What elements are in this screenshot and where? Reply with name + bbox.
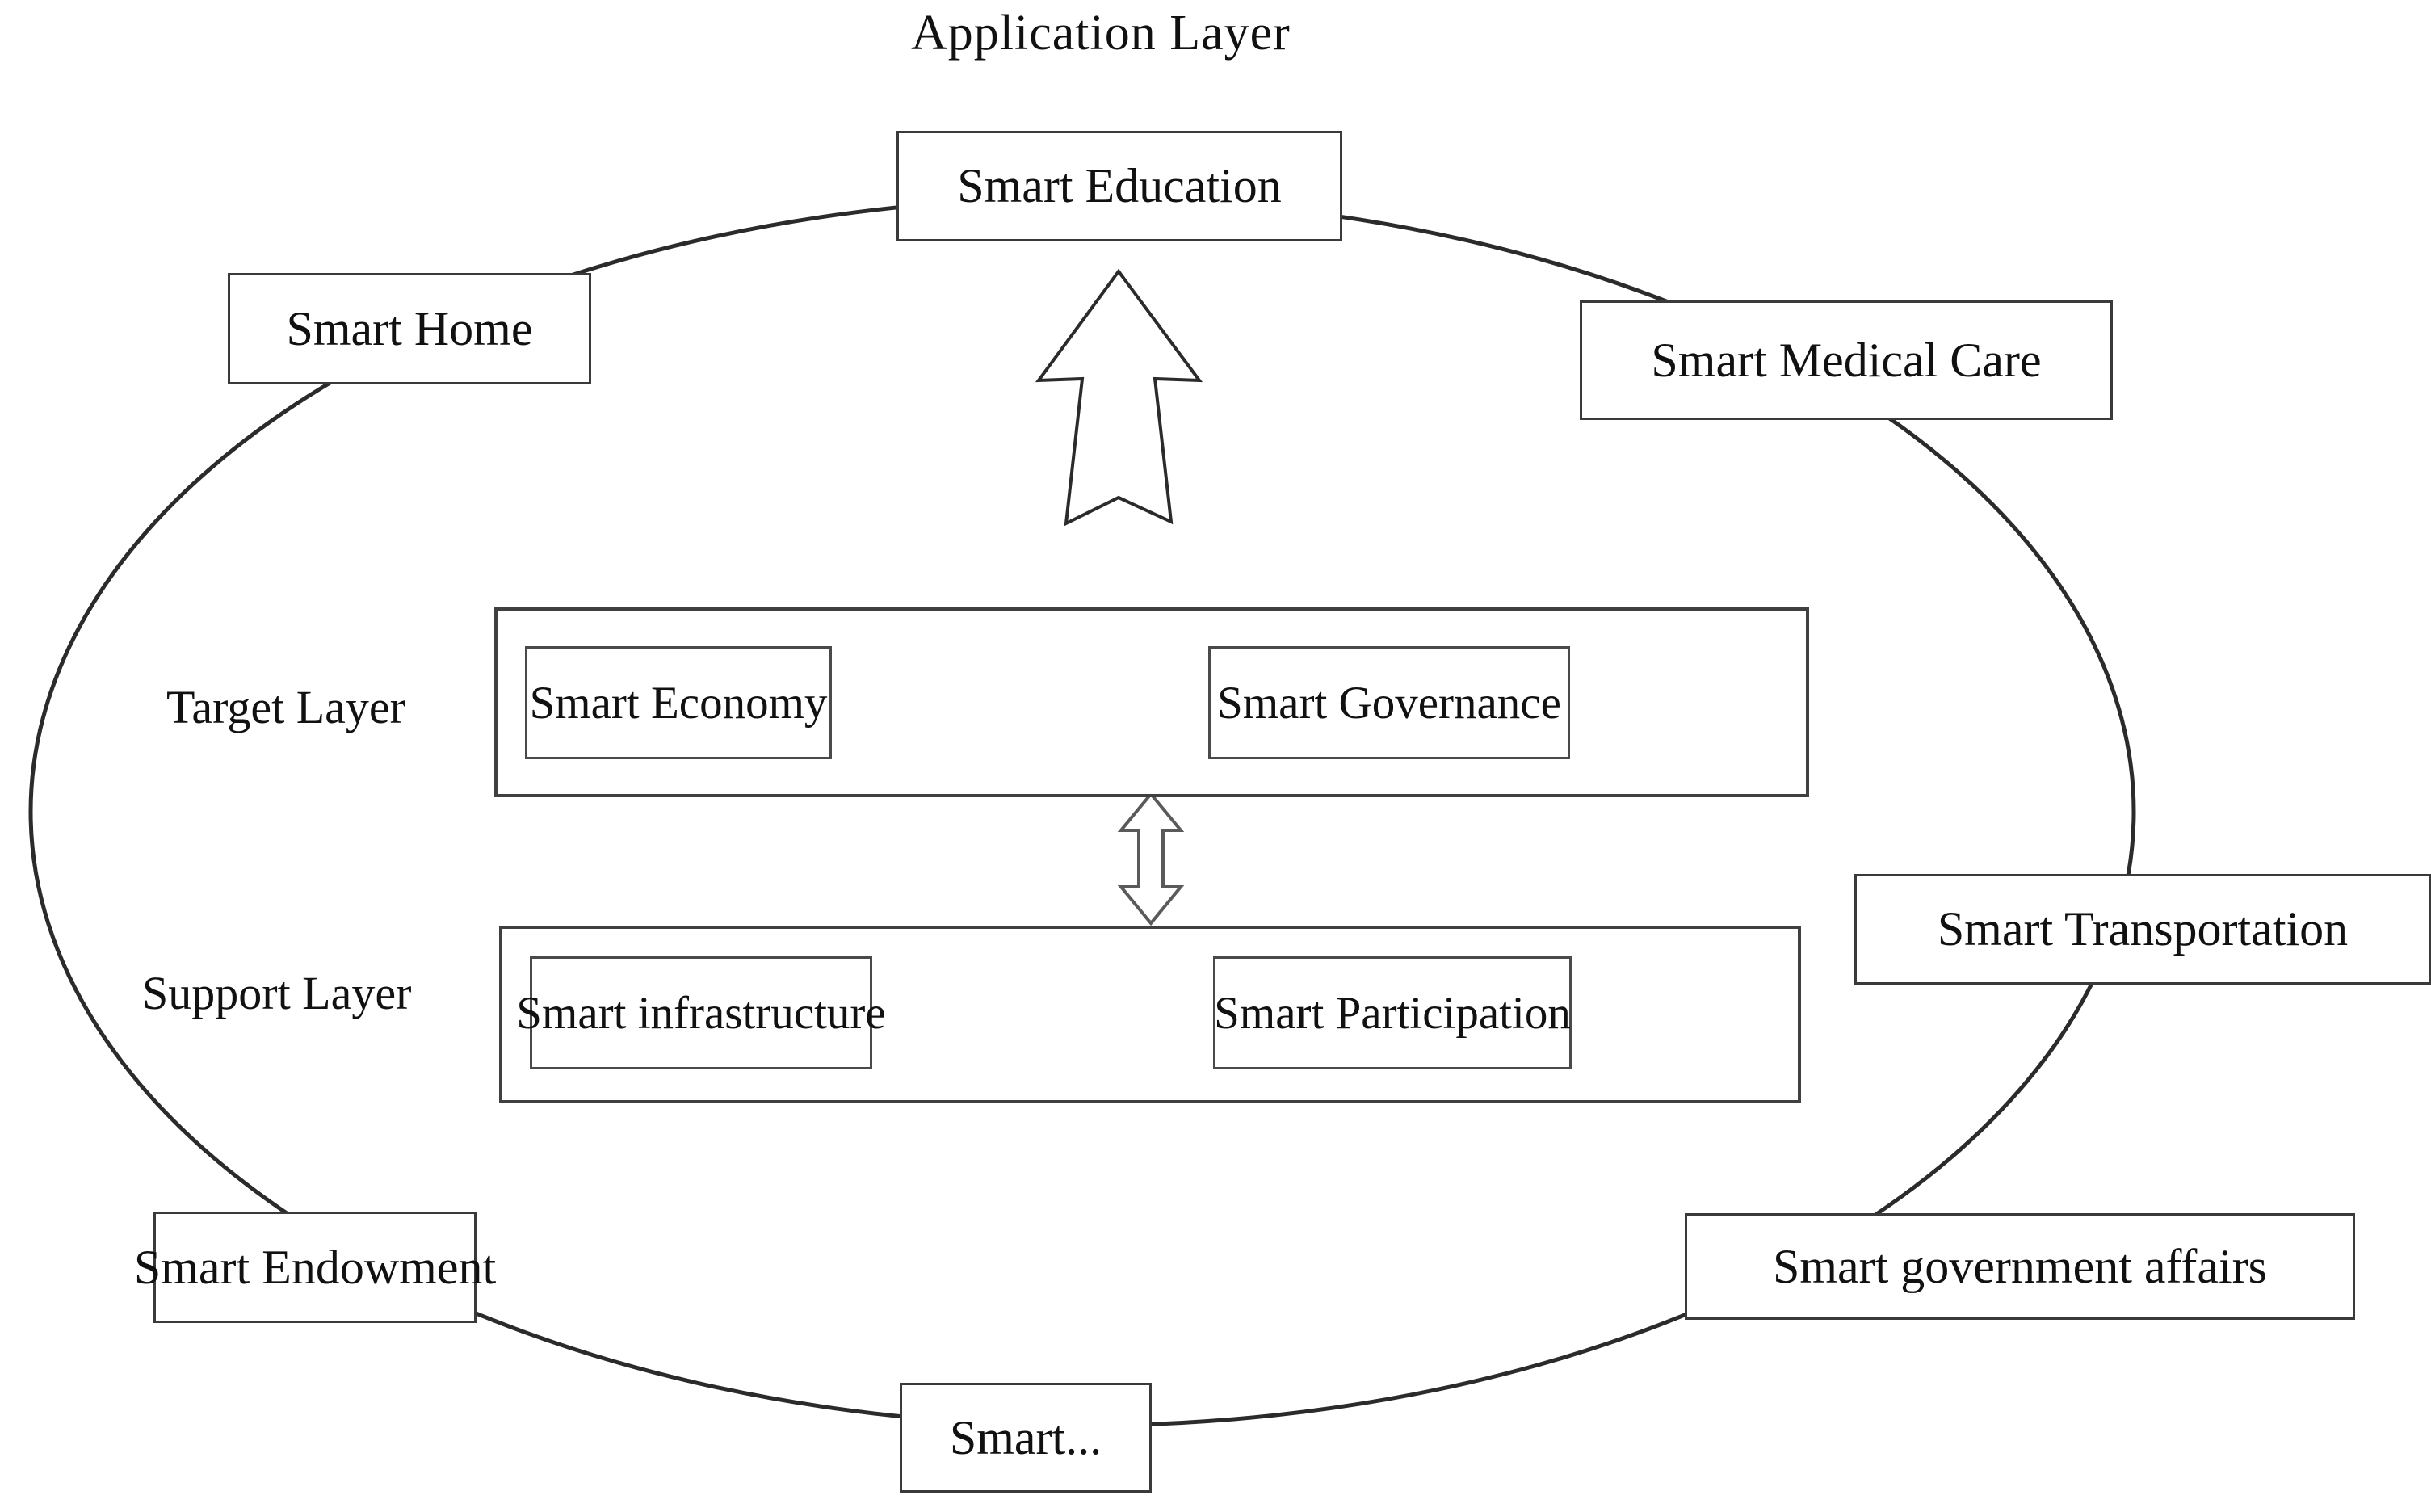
node-smart-government-affairs-label: Smart government affairs xyxy=(1772,1239,2268,1293)
support-layer-panel: Smart infrastructure Smart Participation xyxy=(499,926,1801,1103)
support-layer-label: Support Layer xyxy=(142,967,412,1019)
support-item-smart-infrastructure-label: Smart infrastructure xyxy=(516,987,886,1039)
upward-arrow-icon xyxy=(1035,268,1203,527)
support-item-smart-participation[interactable]: Smart Participation xyxy=(1213,956,1572,1069)
node-smart-government-affairs[interactable]: Smart government affairs xyxy=(1685,1213,2355,1320)
node-smart-transportation[interactable]: Smart Transportation xyxy=(1854,874,2431,985)
target-layer-label: Target Layer xyxy=(166,681,405,733)
page-title: Application Layer xyxy=(911,6,1291,61)
target-item-smart-economy-label: Smart Economy xyxy=(529,677,828,729)
node-smart-more[interactable]: Smart... xyxy=(900,1383,1152,1493)
node-smart-transportation-label: Smart Transportation xyxy=(1937,902,2349,956)
node-smart-medical-care-label: Smart Medical Care xyxy=(1651,333,2042,387)
double-headed-arrow-icon xyxy=(1117,792,1185,926)
support-item-smart-infrastructure[interactable]: Smart infrastructure xyxy=(516,956,886,1069)
target-item-smart-economy[interactable]: Smart Economy xyxy=(525,646,832,759)
target-item-smart-governance-label: Smart Governance xyxy=(1217,677,1561,729)
node-smart-home-label: Smart Home xyxy=(286,301,533,355)
target-layer-panel: Smart Economy Smart Governance xyxy=(494,607,1809,797)
node-smart-endowment-label: Smart Endowment xyxy=(133,1240,497,1294)
node-smart-medical-care[interactable]: Smart Medical Care xyxy=(1580,300,2113,420)
node-smart-education-label: Smart Education xyxy=(957,159,1282,212)
support-item-smart-participation-label: Smart Participation xyxy=(1214,987,1571,1039)
node-smart-education[interactable]: Smart Education xyxy=(896,131,1342,242)
target-item-smart-governance[interactable]: Smart Governance xyxy=(1208,646,1570,759)
node-smart-more-label: Smart... xyxy=(949,1410,1102,1464)
node-smart-endowment[interactable]: Smart Endowment xyxy=(134,1212,496,1323)
node-smart-home[interactable]: Smart Home xyxy=(228,273,591,384)
